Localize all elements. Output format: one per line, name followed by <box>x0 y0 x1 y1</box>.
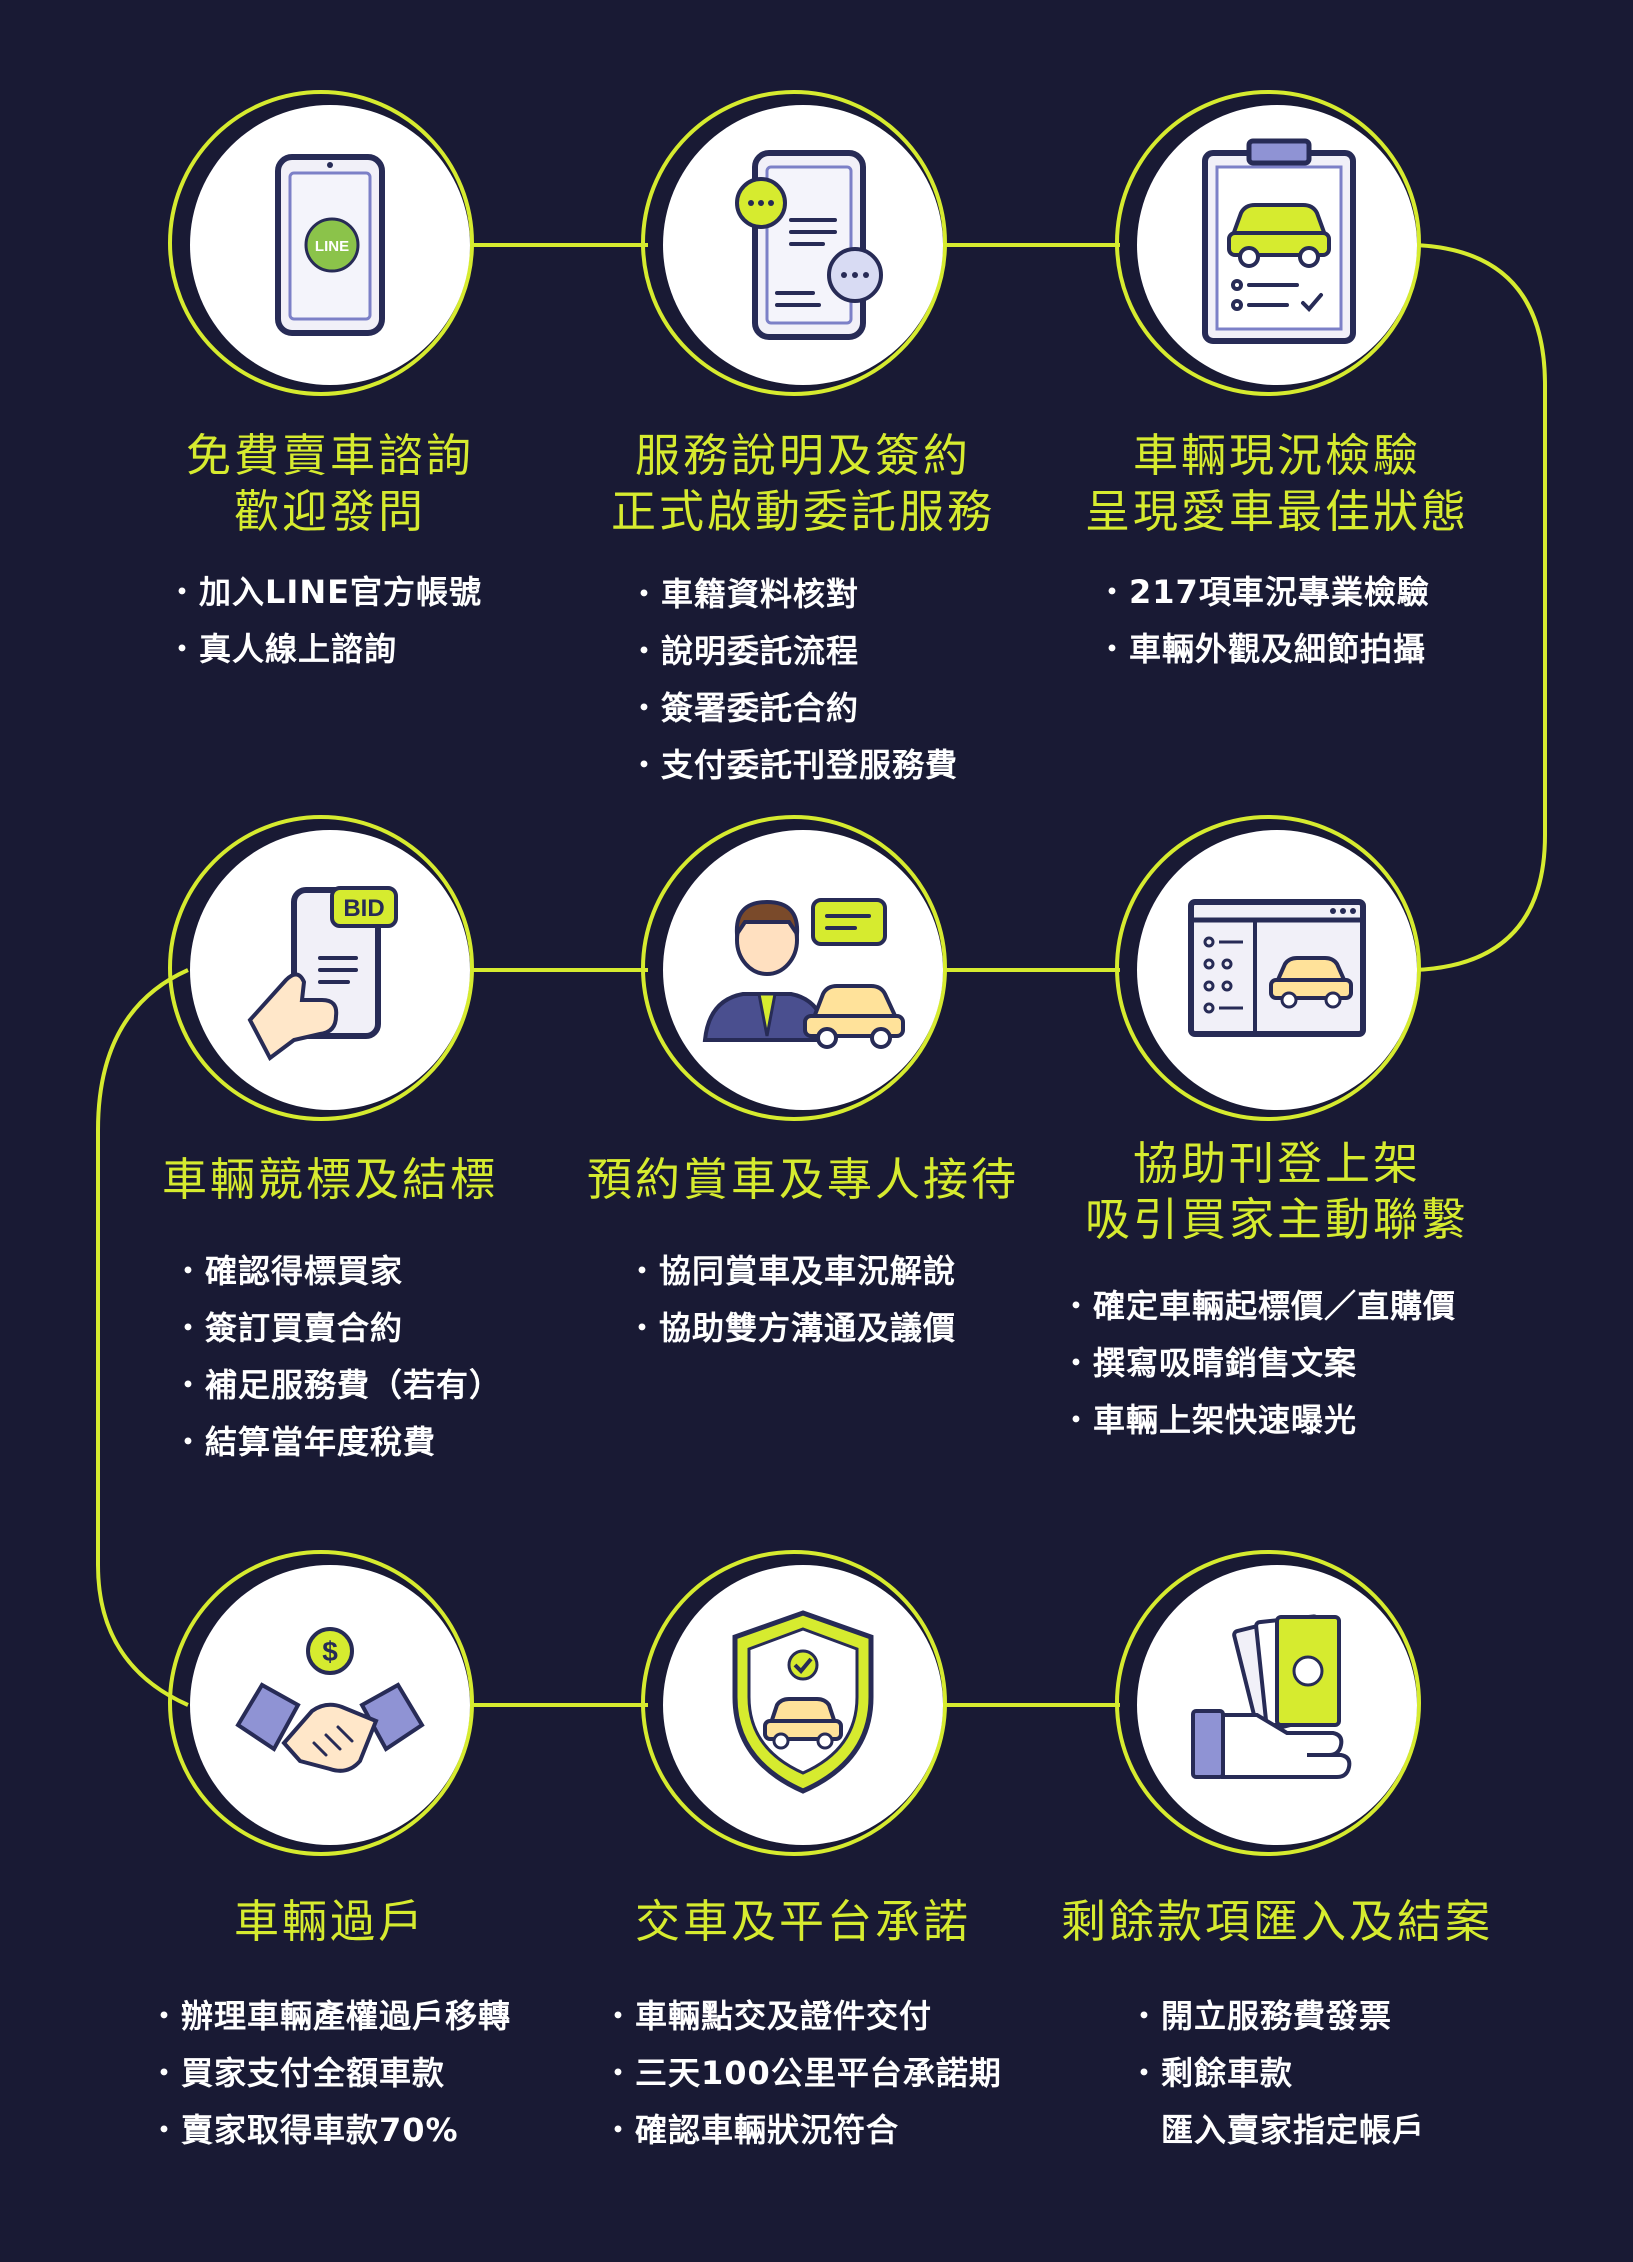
step-6-title: 車輛競標及結標 <box>161 1153 498 1206</box>
step-9-bullets: 開立服務費發票 剩餘車款 匯入賣家指定帳戶 <box>1128 1988 1425 2159</box>
car-inspection-clipboard-icon <box>1202 138 1356 344</box>
bullet-item: 簽署委託合約 <box>628 680 958 737</box>
step-4-title: 協助刊登上架吸引買家主動聯繫 <box>1084 1137 1469 1246</box>
bid-phone-hand-icon: BID <box>247 886 398 1062</box>
svg-text:BID: BID <box>343 895 384 922</box>
handshake-dollar-icon: $ <box>235 1627 425 1773</box>
bullet-item: 確認車輛狀況符合 <box>602 2102 1002 2159</box>
step-1-title: 免費賣車諮詢歡迎發問 <box>185 429 474 538</box>
bullet-item: 賣家取得車款70% <box>148 2102 511 2159</box>
step-1-bullets: 加入LINE官方帳號 真人線上諮詢 <box>166 564 482 678</box>
step-8-title: 交車及平台承諾 <box>634 1895 971 1948</box>
step-3-bullets: 217項車況專業檢驗 車輛外觀及細節拍攝 <box>1096 564 1430 678</box>
bullet-item: 辦理車輛產權過戶移轉 <box>148 1988 511 2045</box>
bullet-item: 確認得標買家 <box>172 1243 502 1300</box>
bullet-item: 開立服務費發票 <box>1128 1988 1425 2045</box>
chat-phone-icon <box>735 150 883 340</box>
bullet-item: 三天100公里平台承諾期 <box>602 2045 1002 2102</box>
step-ring <box>1115 1550 1421 1856</box>
svg-text:LINE: LINE <box>315 238 349 255</box>
step-circle <box>663 830 943 1110</box>
step-ring <box>641 90 947 396</box>
step-ring <box>168 1550 474 1856</box>
step-ring <box>641 815 947 1121</box>
car-listing-window-icon <box>1188 899 1366 1037</box>
bullet-item: 加入LINE官方帳號 <box>166 564 482 621</box>
bullet-item: 買家支付全額車款 <box>148 2045 511 2102</box>
step-4-node <box>1115 815 1421 1121</box>
bullet-item: 結算當年度稅費 <box>172 1414 502 1471</box>
step-2-bullets: 車籍資料核對 說明委託流程 簽署委託合約 支付委託刊登服務費 <box>628 566 958 794</box>
svg-text:$: $ <box>322 1636 338 1667</box>
bullet-item: 剩餘車款 <box>1128 2045 1425 2102</box>
bullet-item-continuation: 匯入賣家指定帳戶 <box>1161 2111 1426 2149</box>
step-5-bullets: 協同賞車及車況解說 協助雙方溝通及議價 <box>626 1243 956 1357</box>
step-ring <box>641 1550 947 1856</box>
step-7-title: 車輛過戶 <box>233 1895 426 1948</box>
step-1-node: LINE <box>168 90 474 396</box>
step-ring <box>168 90 474 396</box>
step-5-title: 預約賞車及專人接待 <box>586 1153 1019 1206</box>
step-9-title: 剩餘款項匯入及結案 <box>1060 1895 1493 1948</box>
step-8-bullets: 車輛點交及證件交付 三天100公里平台承諾期 確認車輛狀況符合 <box>602 1988 1002 2159</box>
bullet-item: 支付委託刊登服務費 <box>628 737 958 794</box>
step-5-node <box>641 815 947 1121</box>
step-ring <box>1115 815 1421 1121</box>
bullet-item: 車輛點交及證件交付 <box>602 1988 1002 2045</box>
bullet-item: 撰寫吸睛銷售文案 <box>1060 1335 1456 1392</box>
step-8-node <box>641 1550 947 1856</box>
line-app-phone-icon: LINE <box>275 154 385 336</box>
car-shield-check-icon <box>732 1610 874 1794</box>
step-2-title: 服務說明及簽約正式啟動委託服務 <box>610 429 995 538</box>
bullet-item: 217項車況專業檢驗 <box>1096 564 1430 621</box>
bullet-item: 車籍資料核對 <box>628 566 958 623</box>
step-ring <box>1115 90 1421 396</box>
bullet-item: 車輛外觀及細節拍攝 <box>1096 621 1430 678</box>
bullet-item: 協同賞車及車況解說 <box>626 1243 956 1300</box>
bullet-item: 簽訂買賣合約 <box>172 1300 502 1357</box>
bullet-item: 補足服務費（若有） <box>172 1357 502 1414</box>
cash-in-hand-icon <box>1191 1614 1352 1779</box>
step-3-title: 車輛現況檢驗呈現愛車最佳狀態 <box>1084 429 1469 538</box>
step-ring <box>168 815 474 1121</box>
step-3-node <box>1115 90 1421 396</box>
agent-with-car-icon <box>702 898 905 1049</box>
bullet-item: 車輛上架快速曝光 <box>1060 1392 1456 1449</box>
step-7-bullets: 辦理車輛產權過戶移轉 買家支付全額車款 賣家取得車款70% <box>148 1988 511 2159</box>
bullet-item: 真人線上諮詢 <box>166 621 482 678</box>
step-4-bullets: 確定車輛起標價／直購價 撰寫吸睛銷售文案 車輛上架快速曝光 <box>1060 1278 1456 1449</box>
bullet-item: 確定車輛起標價／直購價 <box>1060 1278 1456 1335</box>
bullet-item: 說明委託流程 <box>628 623 958 680</box>
step-2-node <box>641 90 947 396</box>
bullet-item: 協助雙方溝通及議價 <box>626 1300 956 1357</box>
step-6-node: BID <box>168 815 474 1121</box>
step-6-bullets: 確認得標買家 簽訂買賣合約 補足服務費（若有） 結算當年度稅費 <box>172 1243 502 1471</box>
step-9-node <box>1115 1550 1421 1856</box>
step-7-node: $ <box>168 1550 474 1856</box>
